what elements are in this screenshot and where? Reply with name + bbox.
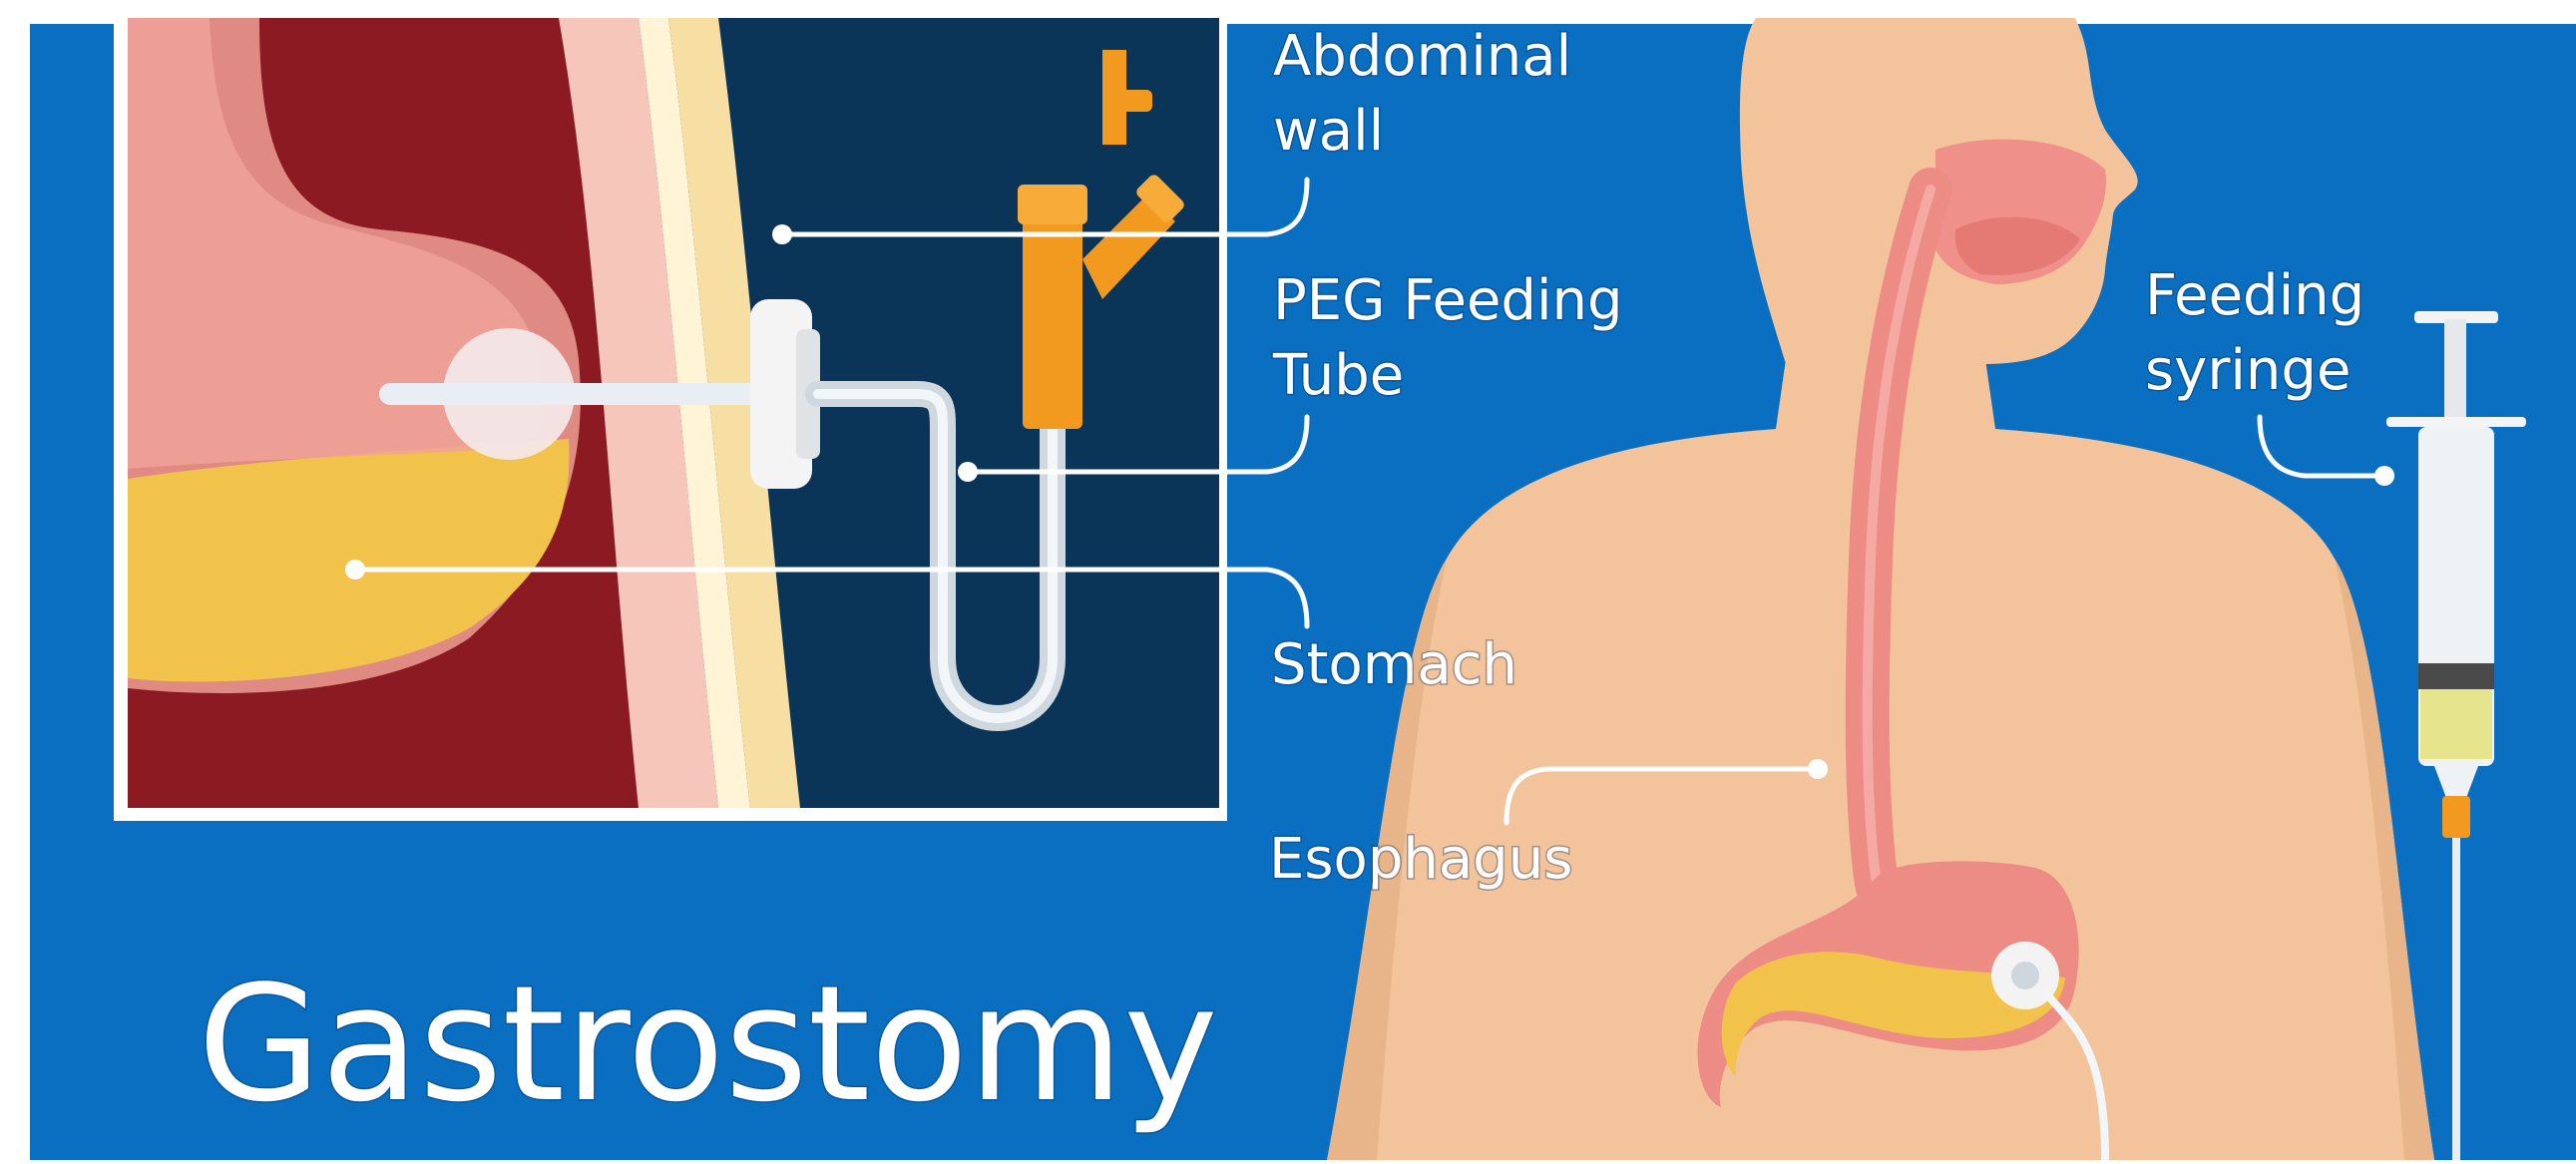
- syringe-flange: [2386, 417, 2526, 427]
- inset-cross-section: [114, 18, 1227, 821]
- label-peg-tube-line1: PEG Feeding: [1273, 268, 1623, 333]
- esophagus-leader-dot: [1808, 759, 1828, 779]
- label-esophagus: Esophagus: [1269, 827, 1572, 892]
- label-syringe-line2: syringe: [2145, 338, 2351, 403]
- label-stomach: Stomach: [1271, 632, 1517, 697]
- abdominal-wall-leader-dot: [772, 224, 792, 244]
- page-title: Gastrostomy: [198, 951, 1218, 1137]
- label-syringe-line1: Feeding: [2145, 263, 2364, 328]
- tube-shaft: [379, 383, 778, 405]
- peg-tube-leader-dot: [958, 462, 978, 482]
- syringe-leader-dot: [2374, 466, 2394, 486]
- syringe-liquid: [2420, 689, 2492, 759]
- label-abdominal-wall-line2: wall: [1273, 99, 1384, 164]
- peg-button-center: [2011, 962, 2039, 989]
- syringe-plunger-seal: [2418, 663, 2494, 689]
- label-abdominal-wall-line1: Abdominal: [1273, 24, 1571, 89]
- syringe-connector: [2442, 796, 2470, 838]
- label-peg-tube-line2: Tube: [1272, 343, 1404, 408]
- stomach-leader-dot: [345, 560, 365, 580]
- syringe-plunger-rod: [2444, 319, 2466, 424]
